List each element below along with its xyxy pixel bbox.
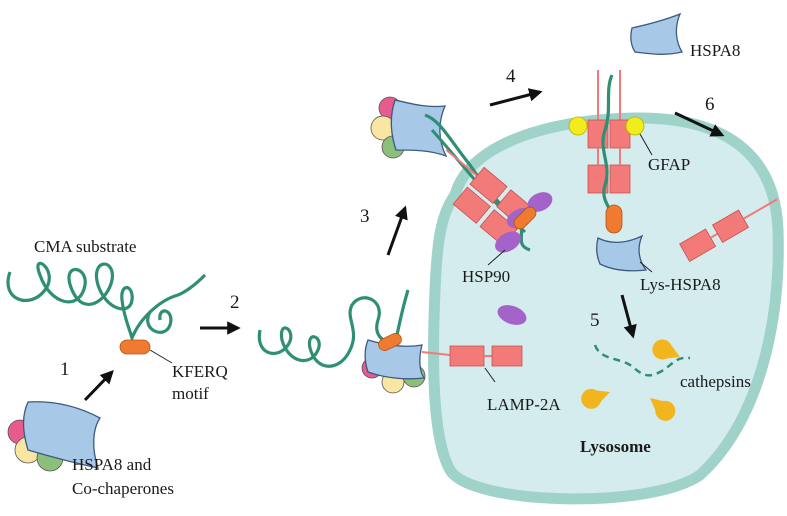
translocating-hspa8-complex xyxy=(370,96,448,159)
top-substrate xyxy=(601,74,617,221)
arrow-step-6 xyxy=(674,111,725,137)
label-lamp2a: LAMP-2A xyxy=(487,395,561,414)
kferq-leader xyxy=(149,349,173,364)
label-kferq-1: KFERQ xyxy=(172,362,228,381)
top-kferq xyxy=(605,204,623,234)
label-gfap: GFAP xyxy=(648,155,690,174)
free-hspa8 xyxy=(630,12,684,55)
cathepsin-2 xyxy=(581,388,610,409)
gfap-2 xyxy=(625,116,645,136)
lys-hspa8-leader xyxy=(639,261,653,273)
bound-hspa8-complex xyxy=(361,339,426,394)
cathepsin-1 xyxy=(652,339,681,360)
step-1-number: 1 xyxy=(60,359,70,380)
hsp90-3 xyxy=(495,231,521,253)
kferq-motif-rect xyxy=(119,339,151,355)
lamp2a-block-1 xyxy=(449,345,485,367)
step-5-number: 5 xyxy=(590,310,600,331)
label-lys-hspa8: Lys-HSPA8 xyxy=(640,275,721,294)
lys-hspa8 xyxy=(596,234,648,272)
label-kferq-2: motif xyxy=(172,384,209,403)
bound-kferq xyxy=(378,333,402,351)
cma-substrate-loop xyxy=(146,309,173,334)
label-hspa8-2: Co-chaperones xyxy=(72,479,174,498)
cma-substrate-chain xyxy=(6,261,207,344)
arrow-step-1 xyxy=(83,370,114,402)
hsp90-1 xyxy=(527,192,553,212)
lamp2a-tail xyxy=(421,351,451,356)
lamp2a-right xyxy=(679,198,778,262)
bound-substrate-chain xyxy=(257,289,410,368)
step-4-number: 4 xyxy=(506,66,516,87)
label-cma-substrate: CMA substrate xyxy=(34,237,136,256)
lamp2a-leader xyxy=(484,367,496,383)
label-hspa8-free: HSPA8 xyxy=(690,41,740,60)
step-3-number: 3 xyxy=(360,206,370,227)
hsp90-leader xyxy=(487,249,506,266)
translocating-kferq xyxy=(513,206,537,230)
step-6-number: 6 xyxy=(705,94,715,115)
cathepsin-3 xyxy=(650,398,676,421)
hspa8-cochaperone-complex xyxy=(7,401,101,472)
hsp90-free xyxy=(497,305,527,325)
gfap-1 xyxy=(568,116,588,136)
label-cathepsins: cathepsins xyxy=(680,372,751,391)
label-lysosome: Lysosome xyxy=(580,437,651,456)
label-hspa8-1: HSPA8 and xyxy=(72,455,152,474)
label-hsp90: HSP90 xyxy=(462,267,510,286)
arrow-step-3 xyxy=(386,205,408,256)
gfap-leader xyxy=(639,133,653,156)
step-2-number: 2 xyxy=(230,292,240,313)
arrow-step-5 xyxy=(620,294,637,339)
lamp2a-block-2 xyxy=(491,345,523,367)
arrow-step-4 xyxy=(489,88,543,107)
